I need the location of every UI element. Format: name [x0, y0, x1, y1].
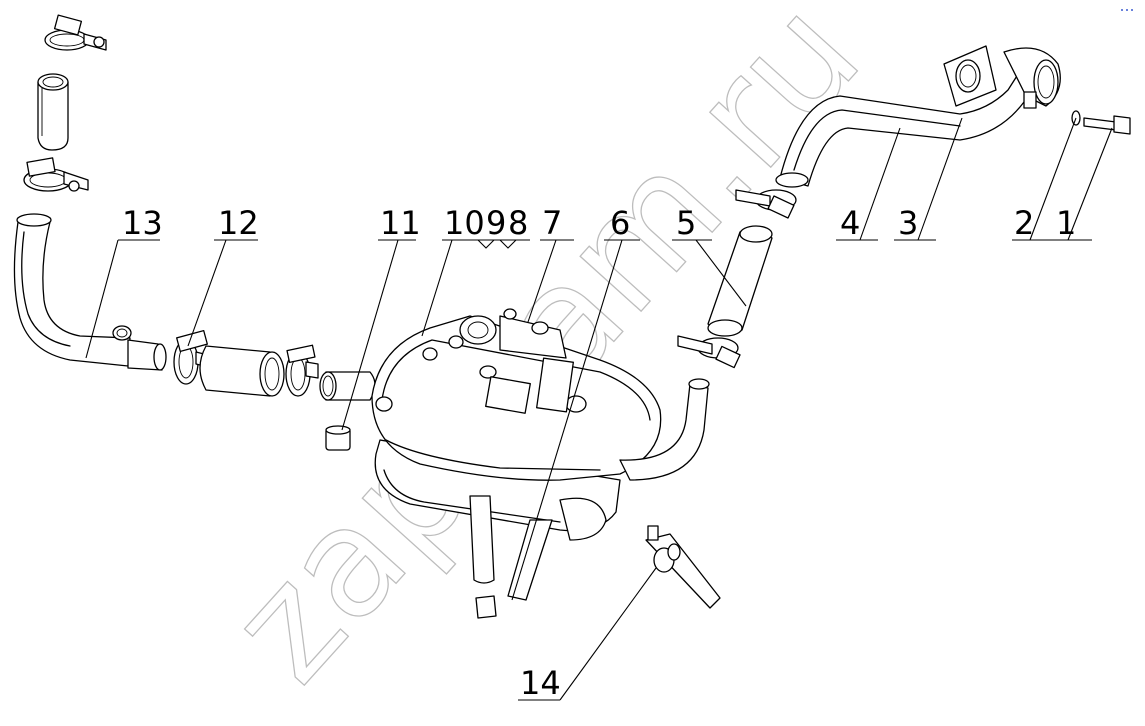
callout-6: 6 [610, 204, 630, 242]
callout-5: 5 [676, 204, 696, 242]
callout-4: 4 [840, 204, 860, 242]
sleeve-11 [319, 371, 376, 451]
callout-12: 12 [218, 204, 259, 242]
callout-9: 9 [486, 204, 506, 242]
callout-10: 10 [444, 204, 485, 242]
callout-7: 7 [542, 204, 562, 242]
bent-pipe-13 [13, 213, 167, 371]
callout-1: 1 [1056, 204, 1076, 242]
hose-5-assembly [677, 189, 797, 369]
leader-lines [85, 117, 1113, 701]
callout-2: 2 [1014, 204, 1034, 242]
callout-3: 3 [898, 204, 918, 242]
heat-exchanger-body [371, 308, 710, 619]
callout-13: 13 [122, 204, 163, 242]
sensor-fitting-14 [645, 525, 721, 609]
callout-14: 14 [520, 664, 561, 702]
corner-mark [1121, 9, 1133, 11]
callout-8: 8 [508, 204, 528, 242]
callouts: 1 2 3 4 5 6 7 8 9 10 11 12 13 14 [122, 204, 1076, 702]
upper-hose-assembly [23, 14, 107, 192]
callout-11: 11 [380, 204, 421, 242]
hose-12-assembly [173, 329, 319, 397]
exhaust-pipe-3-4 [775, 45, 1131, 188]
